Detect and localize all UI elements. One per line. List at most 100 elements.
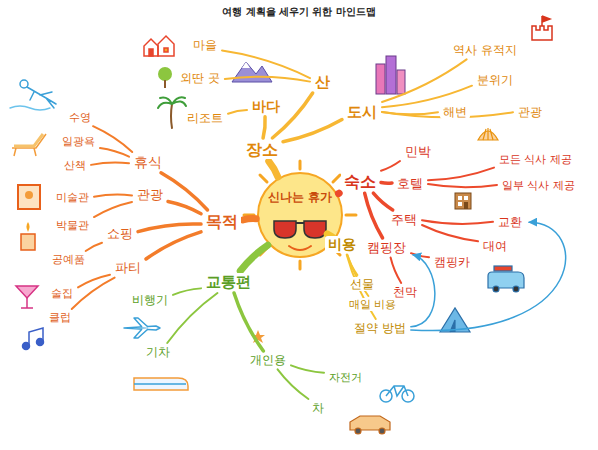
topic-text: 주택 xyxy=(391,212,417,228)
mountain-icon xyxy=(232,62,272,82)
topic-label: 교환 xyxy=(495,215,525,229)
palm-icon xyxy=(158,97,186,128)
topic-text: 관광 xyxy=(137,187,163,203)
topic-text: 일광욕 xyxy=(62,135,95,148)
topic-label: 비행기 xyxy=(129,293,171,307)
topic-label: 목적 xyxy=(203,212,241,231)
topic-text: 자전거 xyxy=(329,371,362,384)
camper-icon xyxy=(488,266,524,292)
topic-text: 캠핑카 xyxy=(434,255,470,269)
topic-label: 모든 식사 제공 xyxy=(496,153,575,166)
topic-text: 수영 xyxy=(69,111,91,124)
branch-line xyxy=(283,120,342,142)
branch-line xyxy=(86,243,102,251)
topic-text: 개인용 xyxy=(250,353,286,367)
topic-text: 절약 방법 xyxy=(354,321,406,335)
topic-text: 호텔 xyxy=(397,176,423,192)
branch-line xyxy=(381,161,400,171)
branch-line xyxy=(382,86,472,108)
castle-icon xyxy=(532,16,552,40)
branch-line xyxy=(263,117,265,138)
topic-text: 쇼핑 xyxy=(107,226,133,242)
topic-label: 기차 xyxy=(143,345,173,359)
topic-text: 휴식 xyxy=(134,154,162,171)
topic-label: 리조트 xyxy=(184,111,226,125)
topic-label: 캠핑장 xyxy=(364,240,409,256)
branch-line xyxy=(100,148,129,157)
topic-text: 마을 xyxy=(193,38,217,52)
branch-line xyxy=(167,293,217,343)
topic-label: 박물관 xyxy=(53,219,92,232)
topic-label: 공예품 xyxy=(49,253,88,266)
topic-text: 역사 유적지 xyxy=(453,43,517,57)
topic-label: 술집 xyxy=(48,287,76,300)
branch-line xyxy=(428,184,497,187)
topic-text: 캠핑장 xyxy=(367,240,406,256)
topic-text: 산책 xyxy=(64,159,86,172)
topic-text: 매일 비용 xyxy=(349,298,397,311)
topic-text: 술집 xyxy=(51,287,73,300)
topic-label: 장소 xyxy=(243,140,281,159)
topic-label: 미술관 xyxy=(53,191,92,204)
branch-line xyxy=(291,365,324,372)
branch-line xyxy=(373,193,392,210)
topic-text: 파티 xyxy=(115,260,141,276)
topic-label: 절약 방법 xyxy=(351,321,409,335)
topic-text: 공예품 xyxy=(52,253,85,266)
topic-text: 리조트 xyxy=(187,111,223,125)
topic-text: 대여 xyxy=(483,239,507,253)
topic-label: 관광 xyxy=(134,187,166,203)
cocktail-icon xyxy=(16,286,38,308)
topic-text: 관광 xyxy=(518,105,542,119)
topic-label: 산책 xyxy=(61,159,89,172)
topic-text: 산 xyxy=(315,73,330,91)
branch-line xyxy=(93,126,132,152)
sunglasses xyxy=(274,221,326,250)
buildings-icon xyxy=(376,56,405,94)
branch-line xyxy=(335,190,343,197)
topic-label: 매일 비용 xyxy=(346,298,400,311)
bike-icon xyxy=(380,386,414,402)
lounger-icon xyxy=(12,134,46,156)
jar-icon xyxy=(21,222,35,250)
topic-text: 비행기 xyxy=(132,293,168,307)
topic-text: 기차 xyxy=(146,345,170,359)
branch-line xyxy=(365,193,383,238)
topic-label: 자전거 xyxy=(326,371,365,384)
branch-line xyxy=(168,201,201,213)
diver-icon xyxy=(10,80,56,110)
topic-label: 휴식 xyxy=(131,154,165,171)
topic-text: 미술관 xyxy=(56,191,89,204)
branch-line xyxy=(382,59,467,102)
topic-label: 도시 xyxy=(344,103,380,121)
tree-icon xyxy=(158,67,172,88)
topic-text: 숙소 xyxy=(344,172,376,191)
plane-icon xyxy=(124,318,160,338)
topic-text: 교환 xyxy=(498,215,522,229)
topic-label: 주택 xyxy=(388,212,420,228)
branch-line xyxy=(269,161,278,177)
branch-line xyxy=(391,258,402,283)
branch-line xyxy=(72,278,115,309)
branch-line xyxy=(278,369,309,399)
branch-line xyxy=(138,224,201,232)
train-icon xyxy=(134,378,188,390)
topic-text: 일부 식사 제공 xyxy=(502,179,575,192)
topic-label: 산 xyxy=(312,73,333,91)
topic-label: 해변 xyxy=(440,105,470,119)
branch-line xyxy=(78,275,110,288)
topic-text: 바다 xyxy=(252,98,280,115)
shell-icon xyxy=(478,128,498,140)
branch-line xyxy=(225,77,310,82)
topic-label: 쇼핑 xyxy=(104,226,136,242)
frame-icon xyxy=(18,185,40,209)
branch-line xyxy=(240,245,268,271)
topic-text: 목적 xyxy=(206,212,238,231)
topic-text: 장소 xyxy=(246,140,278,159)
topic-label: 숙소 xyxy=(341,172,379,191)
topic-label: 캠핑카 xyxy=(431,255,473,269)
branch-line xyxy=(381,181,392,185)
title: 여행 계획을 세우기 위한 마인드맵 xyxy=(0,5,598,19)
branch-line xyxy=(146,232,201,259)
